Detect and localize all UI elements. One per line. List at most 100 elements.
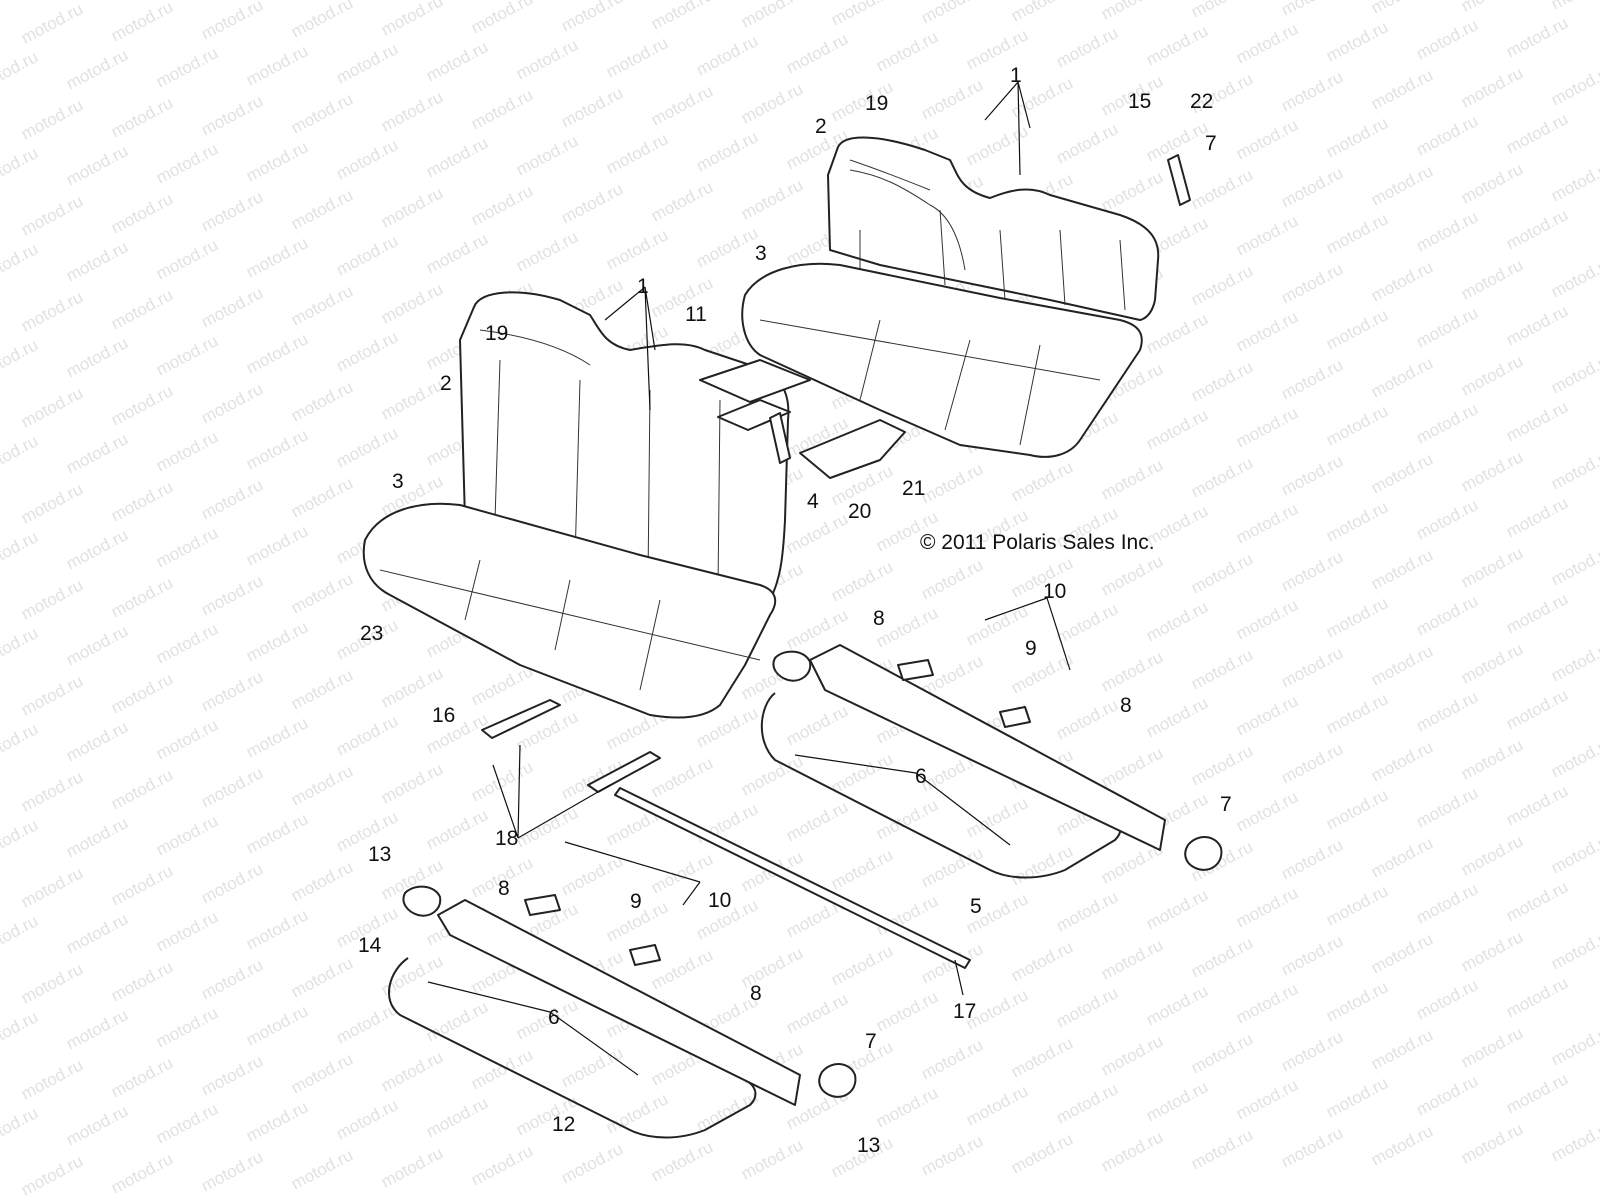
- watermark-text: motod.ru: [198, 859, 266, 907]
- watermark-text: motod.ru: [288, 665, 356, 713]
- watermark-text: motod.ru: [1188, 1125, 1256, 1173]
- watermark-text: motod.ru: [1323, 401, 1391, 449]
- watermark-text: motod.ru: [153, 811, 221, 859]
- callout-6: 6: [915, 765, 927, 788]
- watermark-text: motod.ru: [1413, 591, 1481, 639]
- watermark-text: motod.ru: [693, 127, 761, 175]
- watermark-text: motod.ru: [873, 1083, 941, 1131]
- watermark-text: motod.ru: [288, 857, 356, 905]
- watermark-text: motod.ru: [1413, 303, 1481, 351]
- watermark-text: motod.ru: [558, 1043, 626, 1091]
- watermark-text: motod.ru: [1233, 403, 1301, 451]
- watermark-text: motod.ru: [648, 177, 716, 225]
- watermark-text: motod.ru: [153, 43, 221, 91]
- watermark-text: motod.ru: [1188, 165, 1256, 213]
- watermark-text: motod.ru: [198, 667, 266, 715]
- latch-7-rear: [1184, 836, 1223, 871]
- watermark-text: motod.ru: [198, 91, 266, 139]
- watermark-text: motod.ru: [1278, 835, 1346, 883]
- watermark-text: motod.ru: [828, 941, 896, 989]
- watermark-text: motod.ru: [18, 0, 86, 48]
- watermark-text: motod.ru: [243, 1097, 311, 1145]
- rear-seat-backrest: [827, 136, 1160, 321]
- watermark-text: motod.ru: [1278, 1027, 1346, 1075]
- watermark-text: motod.ru: [1143, 693, 1211, 741]
- watermark-text: motod.ru: [1323, 497, 1391, 545]
- watermark-text: motod.ru: [1368, 929, 1436, 977]
- watermark-text: motod.ru: [1098, 743, 1166, 791]
- watermark-text: motod.ru: [1548, 0, 1600, 14]
- callout-8: 8: [1120, 694, 1132, 717]
- watermark-text: motod.ru: [63, 333, 131, 381]
- watermark-text: motod.ru: [1278, 0, 1346, 20]
- watermark-text: motod.ru: [1503, 973, 1571, 1021]
- callout-4: 4: [807, 490, 819, 513]
- watermark-text: motod.ru: [1098, 647, 1166, 695]
- watermark-text: motod.ru: [738, 79, 806, 127]
- watermark-text: motod.ru: [1233, 211, 1301, 259]
- watermark-text: motod.ru: [873, 987, 941, 1035]
- watermark-text: motod.ru: [1188, 261, 1256, 309]
- watermark-text: motod.ru: [1368, 737, 1436, 785]
- watermark-text: motod.ru: [1548, 349, 1600, 397]
- watermark-text: motod.ru: [0, 527, 41, 575]
- watermark-text: motod.ru: [108, 381, 176, 429]
- watermark-text: motod.ru: [153, 715, 221, 763]
- watermark-text: motod.ru: [63, 813, 131, 861]
- callout-8: 8: [873, 607, 885, 630]
- callout-3: 3: [392, 470, 404, 493]
- watermark-text: motod.ru: [1143, 309, 1211, 357]
- watermark-text: motod.ru: [783, 701, 851, 749]
- watermark-text: motod.ru: [1458, 639, 1526, 687]
- watermark-text: motod.ru: [468, 181, 536, 229]
- callout-23: 23: [360, 622, 383, 645]
- watermark-text: motod.ru: [1323, 113, 1391, 161]
- watermark-text: motod.ru: [108, 477, 176, 525]
- watermark-text: motod.ru: [0, 47, 41, 95]
- watermark-text: motod.ru: [1548, 925, 1600, 973]
- watermark-text: motod.ru: [1458, 543, 1526, 591]
- watermark-text: motod.ru: [1053, 23, 1121, 71]
- watermark-text: motod.ru: [63, 717, 131, 765]
- watermark-text: motod.ru: [18, 95, 86, 143]
- watermark-text: motod.ru: [1323, 689, 1391, 737]
- watermark-text: motod.ru: [1098, 455, 1166, 503]
- watermark-text: motod.ru: [1323, 593, 1391, 641]
- watermark-text: motod.ru: [783, 989, 851, 1037]
- watermark-text: motod.ru: [1143, 597, 1211, 645]
- watermark-text: motod.ru: [198, 1147, 266, 1195]
- watermark-text: motod.ru: [18, 479, 86, 527]
- watermark-text: motod.ru: [63, 45, 131, 93]
- watermark-text: motod.ru: [603, 225, 671, 273]
- watermark-text: motod.ru: [153, 139, 221, 187]
- watermark-text: motod.ru: [1098, 1127, 1166, 1175]
- watermark-text: motod.ru: [0, 911, 41, 959]
- watermark-text: motod.ru: [1098, 935, 1166, 983]
- callout-8: 8: [750, 982, 762, 1005]
- watermark-text: motod.ru: [1503, 13, 1571, 61]
- watermark-text: motod.ru: [1008, 457, 1076, 505]
- watermark-text: motod.ru: [1098, 551, 1166, 599]
- callout-18: 18: [495, 827, 518, 850]
- watermark-text: motod.ru: [108, 189, 176, 237]
- watermark-text: motod.ru: [288, 185, 356, 233]
- watermark-text: motod.ru: [378, 1047, 446, 1095]
- watermark-text: motod.ru: [1413, 495, 1481, 543]
- leader-lines: [427, 81, 1071, 1076]
- rear-seat-frame-5: [760, 644, 1166, 879]
- watermark-text: motod.ru: [1368, 545, 1436, 593]
- watermark-text: motod.ru: [1503, 877, 1571, 925]
- watermark-text: motod.ru: [333, 135, 401, 183]
- callout-11: 11: [685, 303, 707, 326]
- watermark-text: motod.ru: [1503, 1069, 1571, 1117]
- watermark-text: motod.ru: [153, 1003, 221, 1051]
- watermark-text: motod.ru: [18, 383, 86, 431]
- watermark-text: motod.ru: [1458, 159, 1526, 207]
- hinge-rear: [772, 650, 812, 682]
- watermark-text: motod.ru: [288, 569, 356, 617]
- watermark-text: motod.ru: [153, 1099, 221, 1147]
- watermark-text: motod.ru: [63, 1005, 131, 1053]
- watermark-text: motod.ru: [153, 235, 221, 283]
- watermark-text: motod.ru: [828, 557, 896, 605]
- watermark-text: motod.ru: [1458, 927, 1526, 975]
